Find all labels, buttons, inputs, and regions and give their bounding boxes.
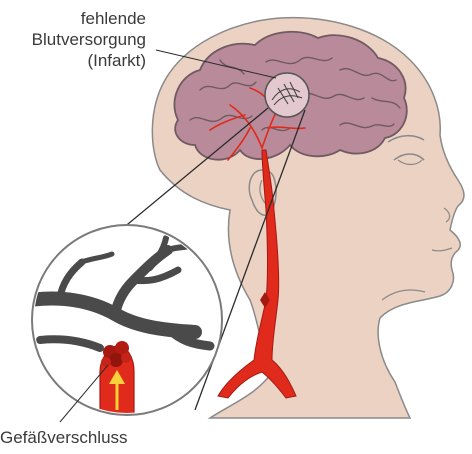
occlusion-label: Gefäßverschluss bbox=[0, 427, 128, 448]
infarct-label-line-3: (Infarkt) bbox=[32, 50, 146, 71]
infarct-label-line-2: Blutversorgung bbox=[32, 29, 146, 50]
infarct-label: fehlende Blutversorgung (Infarkt) bbox=[32, 8, 146, 71]
infarct-label-line-1: fehlende bbox=[32, 8, 146, 29]
infarct-circle bbox=[265, 73, 309, 117]
